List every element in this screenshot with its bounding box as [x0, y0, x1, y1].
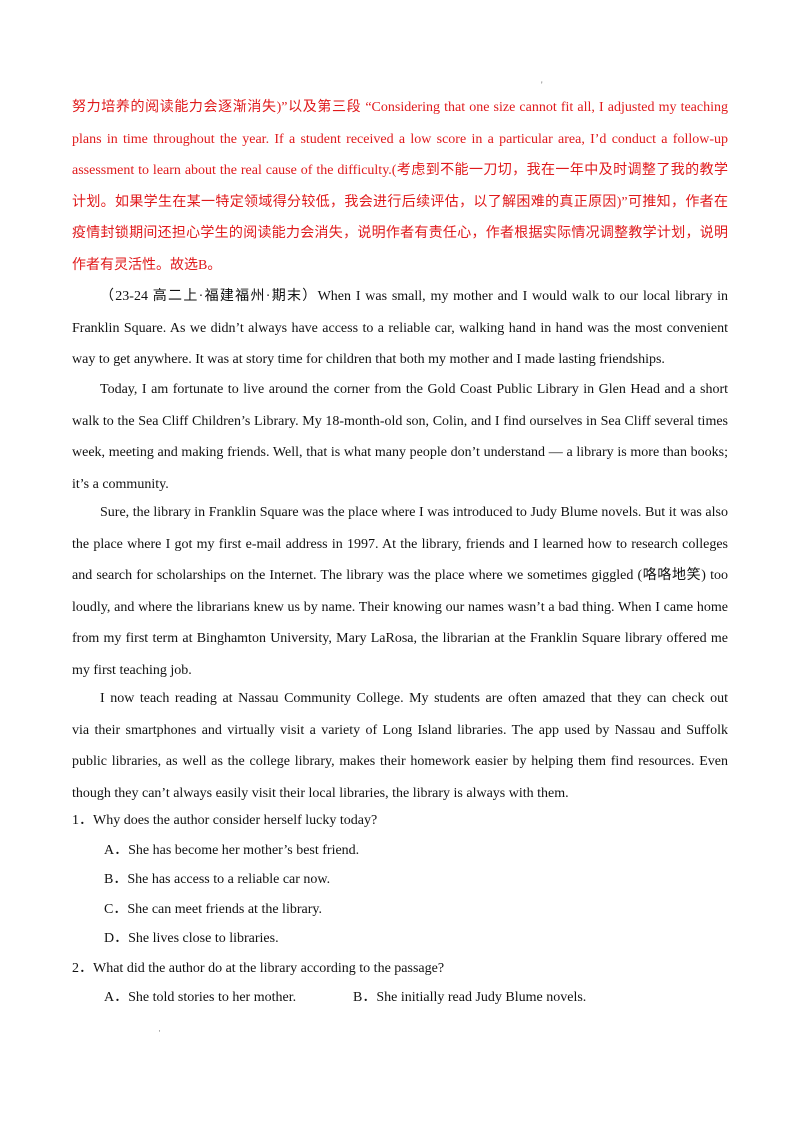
paragraph-line: and search for scholarships on the Inter…	[72, 568, 728, 583]
paragraph-line: from my first term at Binghamton Univers…	[72, 631, 728, 646]
question-2-option-b[interactable]: B．She initially read Judy Blume novels.	[353, 990, 587, 1005]
question-1-stem: 1．Why does the author consider herself l…	[72, 813, 378, 828]
question-1-option-c[interactable]: C．She can meet friends at the library.	[104, 902, 322, 917]
paragraph-line: the place where I got my first e-mail ad…	[72, 536, 728, 552]
question-2-stem: 2．What did the author do at the library …	[72, 961, 445, 976]
question-1-option-b[interactable]: B．She has access to a reliable car now.	[104, 872, 331, 887]
explanation-line: 作者有灵活性。故选B。	[72, 257, 222, 273]
paragraph-line: Sure, the library in Franklin Square was…	[100, 505, 728, 520]
paragraph-line: way to get anywhere. It was at story tim…	[72, 352, 665, 367]
paragraph-line: Today, I am fortunate to live around the…	[100, 382, 728, 397]
paragraph-line: public libraries, as well as the college…	[72, 754, 728, 769]
paragraph-line: （23-24 高二上·福建福州·期末）When I was small, my …	[100, 289, 728, 304]
paragraph-line: via their smartphones and virtually visi…	[72, 722, 728, 738]
paragraph-line: week, meeting and making friends. Well, …	[72, 445, 728, 460]
paragraph-line: though they can’t always easily visit th…	[72, 785, 569, 801]
question-1-option-a[interactable]: A．She has become her mother’s best frien…	[104, 843, 360, 858]
explanation-line: 努力培养的阅读能力会逐渐消失)”以及第三段 “Considering that …	[72, 100, 728, 115]
passage-paragraph-4: I now teach reading at Nassau Community …	[72, 683, 728, 809]
answer-explanation: 努力培养的阅读能力会逐渐消失)”以及第三段 “Considering that …	[72, 92, 728, 281]
explanation-line: assessment to learn about the real cause…	[72, 163, 728, 178]
explanation-line: 疫情封锁期间还担心学生的阅读能力会消失，说明作者有责任心，作者根据实际情况调整教…	[72, 226, 728, 241]
question-1-option-d[interactable]: D．She lives close to libraries.	[104, 931, 279, 946]
explanation-line: plans in time throughout the year. If a …	[72, 131, 728, 147]
passage-paragraph-2: Today, I am fortunate to live around the…	[72, 374, 728, 500]
passage-paragraph-1: （23-24 高二上·福建福州·期末）When I was small, my …	[72, 281, 728, 376]
explanation-line: 计划。如果学生在某一特定领域得分较低，我会进行后续评估，以了解困难的真正原因)”…	[72, 194, 728, 210]
paragraph-line: my first teaching job.	[72, 662, 192, 678]
paragraph-line: it’s a community.	[72, 476, 169, 492]
paragraph-line: I now teach reading at Nassau Community …	[100, 691, 728, 706]
paragraph-line: walk to the Sea Cliff Children’s Library…	[72, 413, 728, 429]
bottom-mark: ·	[158, 1026, 161, 1036]
top-mark: '	[541, 80, 543, 90]
question-2-option-a[interactable]: A．She told stories to her mother.	[104, 990, 297, 1005]
paragraph-line: loudly, and where the librarians knew us…	[72, 599, 728, 615]
paragraph-line: Franklin Square. As we didn’t always hav…	[72, 320, 728, 336]
passage-paragraph-3: Sure, the library in Franklin Square was…	[72, 497, 728, 686]
